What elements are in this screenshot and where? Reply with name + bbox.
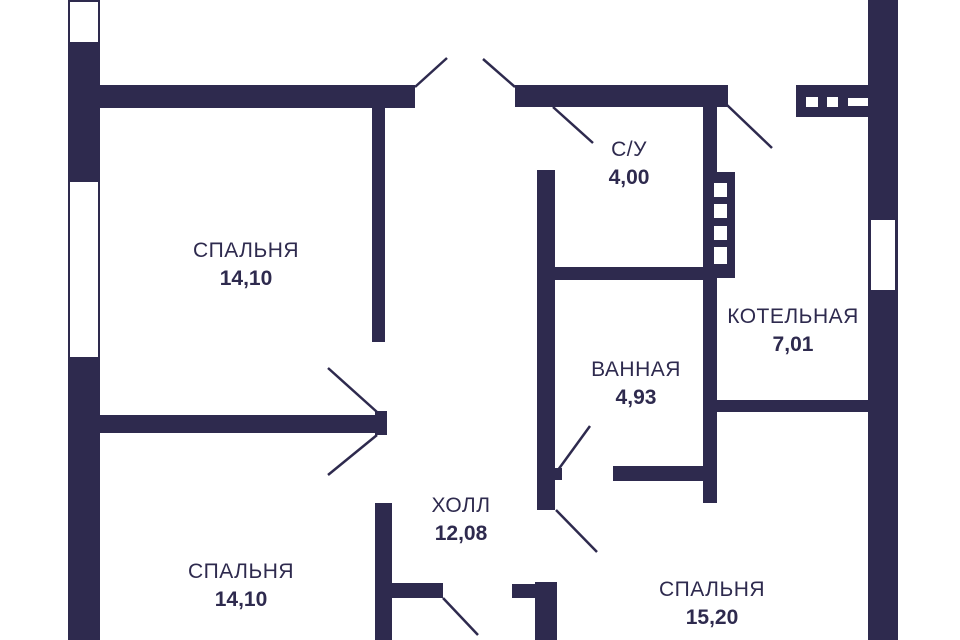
room-area: 14,10 (219, 267, 273, 290)
window-left-middle (70, 182, 98, 357)
top-wall-left-segment (100, 85, 415, 108)
room-label-bedroom-right: СПАЛЬНЯ 15,20 (658, 578, 766, 629)
room-area: 7,01 (772, 333, 814, 356)
vent-shaft-opening (714, 204, 727, 218)
vent-shaft-opening (714, 226, 727, 240)
bedroom-right-door-leaf (555, 509, 598, 553)
room-label-bedroom-top: СПАЛЬНЯ 14,10 (192, 239, 300, 290)
room-label-bedroom-left: СПАЛЬНЯ 14,10 (187, 560, 295, 611)
vent-shaft-opening (714, 183, 727, 197)
vent-block-opening (827, 97, 838, 107)
wc-door-leaf (552, 106, 594, 144)
room-area: 4,93 (615, 386, 657, 409)
entry-door-leaf-right (482, 58, 516, 88)
bedroom-top-door-post (375, 411, 387, 435)
room-label-bathroom: ВАННАЯ 4,93 (591, 358, 681, 409)
room-area: 12,08 (434, 522, 488, 545)
boiler-bottom-wall (717, 400, 868, 412)
window-right (871, 220, 895, 290)
room-name: КОТЕЛЬНАЯ (727, 305, 859, 328)
bedroom-top-door-leaf-lower (327, 434, 378, 476)
room-name: СПАЛЬНЯ (658, 578, 766, 601)
room-name: СПАЛЬНЯ (187, 560, 295, 583)
center-column-wall (703, 107, 717, 503)
room-label-boiler: КОТЕЛЬНАЯ 7,01 (727, 305, 859, 356)
bedroom-top-bottom-wall (100, 415, 375, 433)
vent-block-opening (848, 98, 868, 106)
room-name: ВАННАЯ (591, 358, 681, 381)
room-area: 14,10 (214, 588, 268, 611)
bedroom-right-lower-wall (535, 582, 557, 640)
bathroom-bottom-wall (613, 466, 717, 481)
room-name: С/У (611, 138, 647, 161)
bathroom-door-leaf (556, 425, 592, 471)
vent-block-opening (806, 97, 818, 107)
wc-bathroom-left-wall (537, 170, 555, 510)
room-name: СПАЛЬНЯ (192, 239, 300, 262)
window-left-top (70, 2, 98, 42)
top-wall-right-segment (515, 85, 728, 107)
room-area: 4,00 (608, 166, 650, 189)
bedroom-top-door-leaf-upper (327, 367, 378, 413)
room-label-wc: С/У 4,00 (608, 138, 650, 189)
wc-bottom-wall (555, 267, 717, 280)
hall-bottom-wall-left-nub (392, 583, 443, 598)
boiler-door-leaf (726, 104, 773, 149)
room-area: 15,20 (685, 606, 739, 629)
hall-bottom-wall-right-nub (512, 584, 535, 598)
bathroom-door-hinge-nub (555, 468, 562, 480)
entry-door-leaf-left (414, 57, 448, 88)
room-name: ХОЛЛ (431, 494, 491, 517)
bedroom-top-right-wall-stub (372, 108, 385, 342)
exterior-wall-right (868, 0, 898, 640)
vent-shaft-opening (714, 247, 727, 264)
hall-left-wall (375, 503, 392, 640)
hall-bottom-door-leaf (442, 597, 479, 636)
room-label-hall: ХОЛЛ 12,08 (431, 494, 491, 545)
